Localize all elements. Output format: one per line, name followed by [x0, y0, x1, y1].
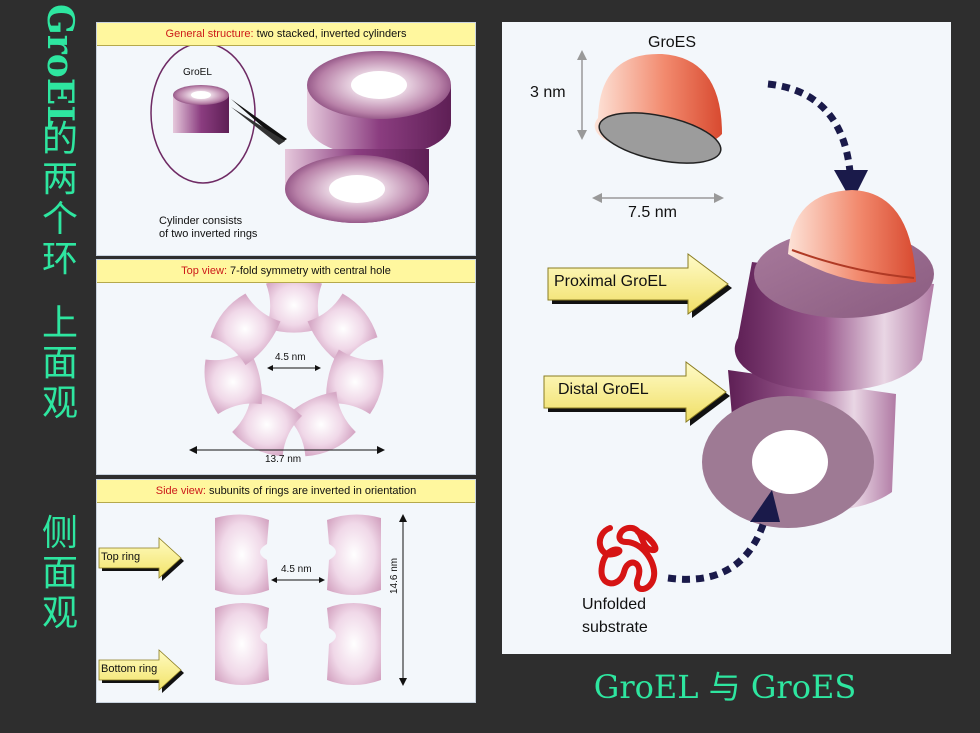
top-outer-dim-arrow-left: [189, 446, 197, 454]
top-ring-label: Top ring: [101, 551, 141, 563]
side-title-groel: GroEL: [38, 4, 82, 139]
top-inner-dim-arrow-left: [267, 365, 273, 371]
groes-cap-base: [598, 112, 722, 164]
binding-arrow-head-top: [834, 170, 868, 202]
bound-groes-rim: [791, 249, 915, 279]
panel-side-header: Side view: subunits of rings are inverte…: [97, 480, 475, 503]
bound-groes-dome: [788, 190, 916, 285]
top-outer-dim-label: 13.7 nm: [265, 454, 302, 465]
top-inner-dim-label: 4.5 nm: [275, 352, 306, 363]
side-view-illustration: [98, 514, 407, 693]
mini-groel-tag: GroEL: [183, 67, 212, 78]
unfolded-substrate-label-line2: substrate: [582, 619, 648, 636]
pointer-ray-2: [231, 107, 285, 145]
side-inner-dim-arrow-right: [319, 577, 325, 583]
distal-arrow: [543, 361, 727, 423]
heptamer-subunit: [204, 349, 262, 415]
panel-general-header-rest: two stacked, inverted cylinders: [253, 28, 407, 40]
groes-width-dim-arrow-left: [592, 193, 602, 203]
groel-groes-illustration: [543, 50, 934, 592]
side-title-top-view: 上面观: [41, 303, 78, 424]
side-title-groel-cn: 的两个环: [41, 119, 78, 280]
side-height-dim-label: 14.6 nm: [389, 557, 400, 594]
side-subunit-bottom-right: [327, 603, 381, 685]
panel-general-header-highlight: General structure:: [165, 28, 254, 40]
pointer-ray-1: [231, 99, 287, 143]
heptamer-ring: [204, 278, 384, 457]
bottom-ring-label: Bottom ring: [101, 663, 158, 675]
top-view-illustration: [189, 278, 385, 457]
heptamer-subunit: [266, 278, 322, 333]
unfolded-substrate-icon: [597, 524, 659, 592]
distal-cylinder-hole: [752, 430, 828, 494]
general-structure-illustration: [150, 42, 451, 223]
groes-width-dim-label: 7.5 nm: [628, 204, 677, 221]
cylinder-caption-line2: of two inverted rings: [159, 228, 258, 240]
proximal-arrow: [547, 253, 729, 315]
heptamer-subunit: [307, 293, 378, 366]
cylinder-caption-line1: Cylinder consists: [159, 215, 243, 227]
proximal-groel-label: Proximal GroEL: [554, 273, 667, 290]
panel-top-header: Top view: 7-fold symmetry with central h…: [97, 260, 475, 283]
unfolded-substrate-label-line1: Unfolded: [582, 596, 647, 613]
groes-height-dim-label: 3 nm: [530, 84, 566, 101]
bottom-title: GroEL 与 GroES: [593, 668, 857, 706]
binding-path-top: [767, 80, 854, 173]
top-ring-arrow: [98, 537, 182, 579]
binding-path-bottom: [667, 520, 768, 583]
side-subunit-top-right: [327, 514, 381, 595]
distal-groel-label: Distal GroEL: [558, 381, 649, 398]
big-top-cylinder-hole: [351, 71, 407, 99]
panel-groel-groes: GroES 3 nm 7.5 nm Proximal GroEL Distal …: [502, 22, 951, 654]
panel-general-header: General structure: two stacked, inverted…: [97, 23, 475, 46]
groes-height-dim-arrow-top: [577, 50, 587, 60]
panel-top-header-rest: 7-fold symmetry with central hole: [227, 265, 391, 277]
panel-top-view: Top view: 7-fold symmetry with central h…: [96, 259, 476, 475]
side-inner-dim-label: 4.5 nm: [281, 564, 312, 575]
mini-cylinder-hole: [191, 91, 211, 99]
big-bottom-cylinder-hole: [329, 175, 385, 203]
panel-side-header-rest: subunits of rings are inverted in orient…: [205, 485, 417, 497]
panel-general-structure: General structure: two stacked, inverted…: [96, 22, 476, 256]
heptamer-subunit: [210, 293, 281, 366]
side-height-dim-arrow-bottom: [399, 678, 407, 686]
panel-side-view: Side view: subunits of rings are inverte…: [96, 479, 476, 703]
groes-width-dim-arrow-right: [714, 193, 724, 203]
side-subunit-top-left: [215, 514, 269, 595]
bottom-ring-arrow: [98, 649, 182, 691]
side-height-dim-arrow-top: [399, 514, 407, 522]
top-inner-dim-arrow-right: [315, 365, 321, 371]
side-subunit-bottom-left: [215, 603, 269, 685]
heptamer-subunit: [232, 391, 303, 457]
side-title-side-view: 侧面观: [41, 513, 78, 634]
groes-height-dim-arrow-bottom: [577, 130, 587, 140]
heptamer-subunit: [326, 349, 384, 415]
binding-arrow-head-bottom: [750, 490, 780, 522]
heptamer-subunit: [285, 391, 356, 457]
side-inner-dim-arrow-left: [271, 577, 277, 583]
side-title-groel-latin: GroEL: [39, 4, 81, 131]
panel-side-header-highlight: Side view:: [155, 485, 206, 497]
top-outer-dim-arrow-right: [377, 446, 385, 454]
panel-top-header-highlight: Top view:: [181, 265, 227, 277]
groes-label: GroES: [648, 34, 697, 51]
